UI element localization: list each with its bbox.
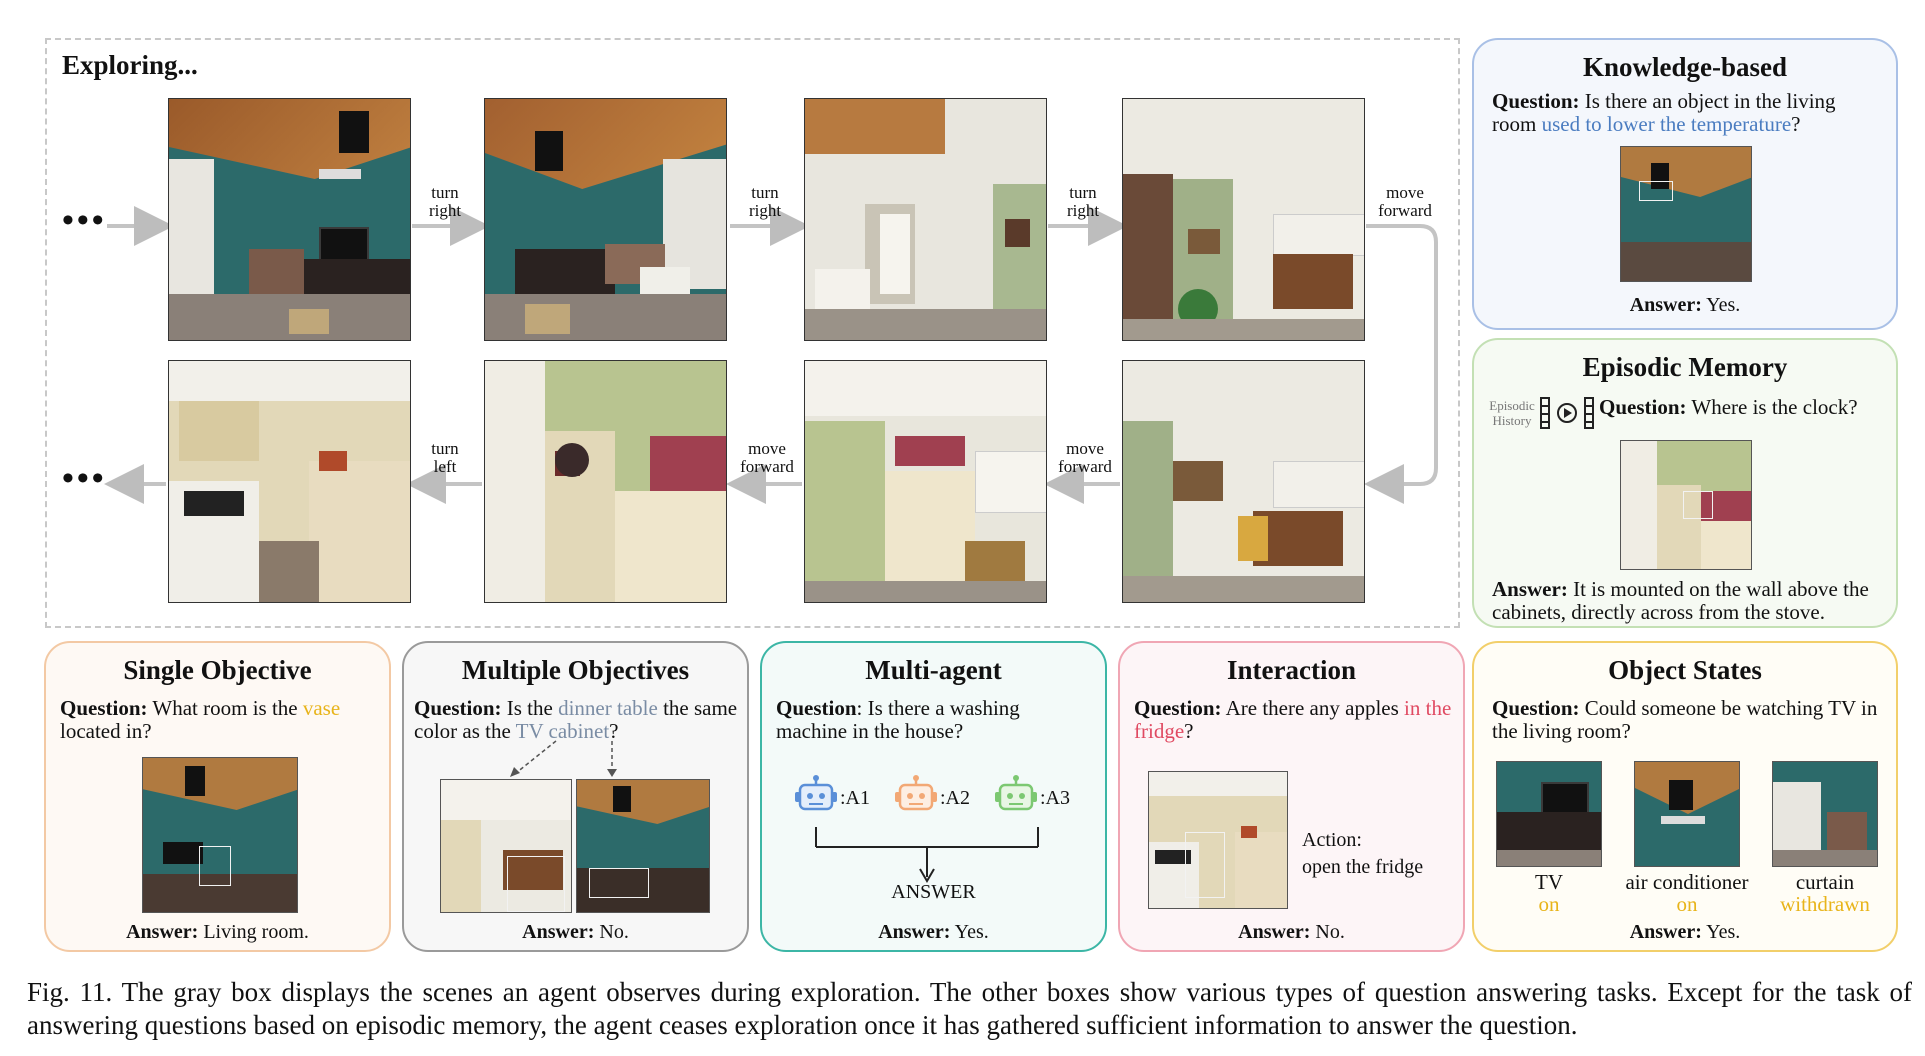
single-objective-highlight-box [199,846,231,886]
knowledge-image [1620,146,1752,282]
multi-agent-answer-node: ANSWER [891,881,976,903]
fridge-highlight-box [1185,832,1225,898]
multi-agent-answer: Answer: Yes. [878,921,989,943]
scene-6-image [484,360,727,603]
exploration-box [45,38,1460,628]
scene-4-image [1122,98,1365,341]
ellipsis-start: ••• [62,202,107,239]
object-states-tv-image [1496,761,1602,867]
object-states-answer: Answer: Yes. [1629,921,1741,943]
agent-a3-label: :A3 [1040,787,1070,809]
episodic-image [1620,440,1752,570]
interaction-panel: Interaction Question: Are there any appl… [1118,641,1465,952]
tv-highlight-box [589,868,649,898]
knowledge-question: Question: Is there an object in the livi… [1492,89,1836,136]
multiple-objectives-title: Multiple Objectives [461,655,690,685]
agent-a1-label: :A1 [840,787,870,809]
single-objective-question: Question: What room is the vase located … [60,696,341,743]
multiple-objectives-image-tv [576,779,710,913]
robot-a1-icon [795,775,837,811]
film-strip-icon [1540,397,1594,429]
single-objective-panel: Single Objective Question: What room is … [44,641,391,952]
multiple-objectives-image-dining [440,779,572,913]
object-states-question: Question: Could someone be watching TV i… [1492,696,1878,743]
interaction-question: Question: Are there any apples in the fr… [1134,696,1452,743]
object-states-panel: Object States Question: Could someone be… [1472,641,1898,952]
interaction-action: Action:open the fridge [1302,829,1424,878]
episodic-answer: Answer: It is mounted on the wall above … [1492,577,1869,624]
arrow-loop [1364,224,1438,504]
interaction-title: Interaction [1227,655,1356,685]
multi-agent-title: Multi-agent [865,655,1002,685]
object-states-ac-image [1634,761,1740,867]
scene-5-image [168,360,411,603]
multiple-objectives-pointers [510,740,617,777]
multi-agent-merge-lines [815,827,1039,883]
robot-a3-icon [995,775,1037,811]
robot-a2-icon [895,775,937,811]
knowledge-title: Knowledge-based [1582,52,1788,82]
knowledge-answer: Answer: Yes. [1629,294,1741,316]
object-states-curtain-image [1772,761,1878,867]
object-states-title: Object States [1608,655,1762,685]
exploration-arrows [104,206,1438,504]
interaction-image [1148,771,1288,909]
single-objective-title: Single Objective [123,655,312,685]
interaction-answer: Answer: No. [1238,921,1345,943]
exploration-title: Exploring... [62,50,198,80]
single-objective-image [142,757,298,913]
scene-2-image [484,98,727,341]
scene-8-image [1122,360,1365,603]
episodic-highlight-box [1683,491,1713,519]
knowledge-panel: Knowledge-based Question: Is there an ob… [1472,38,1898,330]
multiple-objectives-answer: Answer: No. [522,921,629,943]
multi-agent-question: Question: Is there a washing machine in … [776,696,1020,743]
knowledge-highlight-box [1639,181,1673,201]
scene-7-image [804,360,1047,603]
single-objective-answer: Answer: Living room. [126,921,309,943]
multi-agent-panel: Multi-agent Question: Is there a washing… [760,641,1107,952]
agent-a2-label: :A2 [940,787,970,809]
episodic-question: Question: Where is the clock? [1599,395,1858,419]
scene-1-image [168,98,411,341]
multiple-objectives-panel: Multiple Objectives Question: Is the din… [402,641,749,952]
multiple-objectives-question: Question: Is the dinner table the same c… [414,696,738,743]
figure-caption: Fig. 11. The gray box displays the scene… [27,977,1912,1040]
episodic-title: Episodic Memory [1582,352,1788,382]
dining-highlight-box [507,856,565,912]
scene-3-image [804,98,1047,341]
ellipsis-end: ••• [62,460,107,497]
